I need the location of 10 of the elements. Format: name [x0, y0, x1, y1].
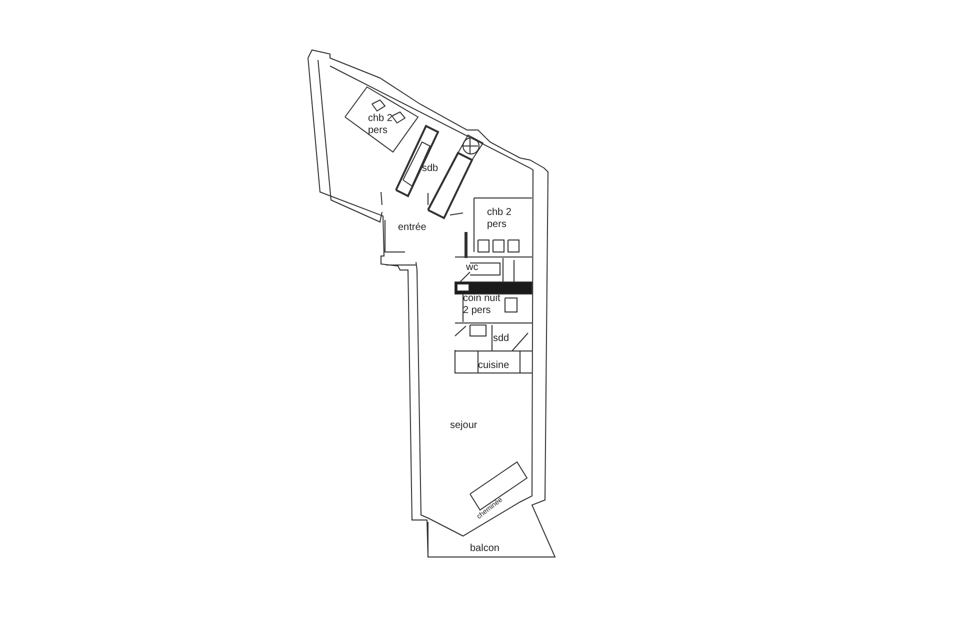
room-label: cuisine [478, 360, 510, 372]
room-label: entrée [398, 222, 428, 234]
room-label: chb 2 pers [487, 207, 512, 230]
room-label: coin nuit 2 pers [463, 293, 502, 316]
room-label: wc [466, 262, 480, 274]
room-label: sdb [422, 163, 440, 174]
room-label: sdd [493, 333, 510, 344]
room-label: balcon [470, 543, 500, 554]
room-label: sejour [450, 420, 478, 432]
room-label: chb 2 pers [368, 113, 394, 136]
